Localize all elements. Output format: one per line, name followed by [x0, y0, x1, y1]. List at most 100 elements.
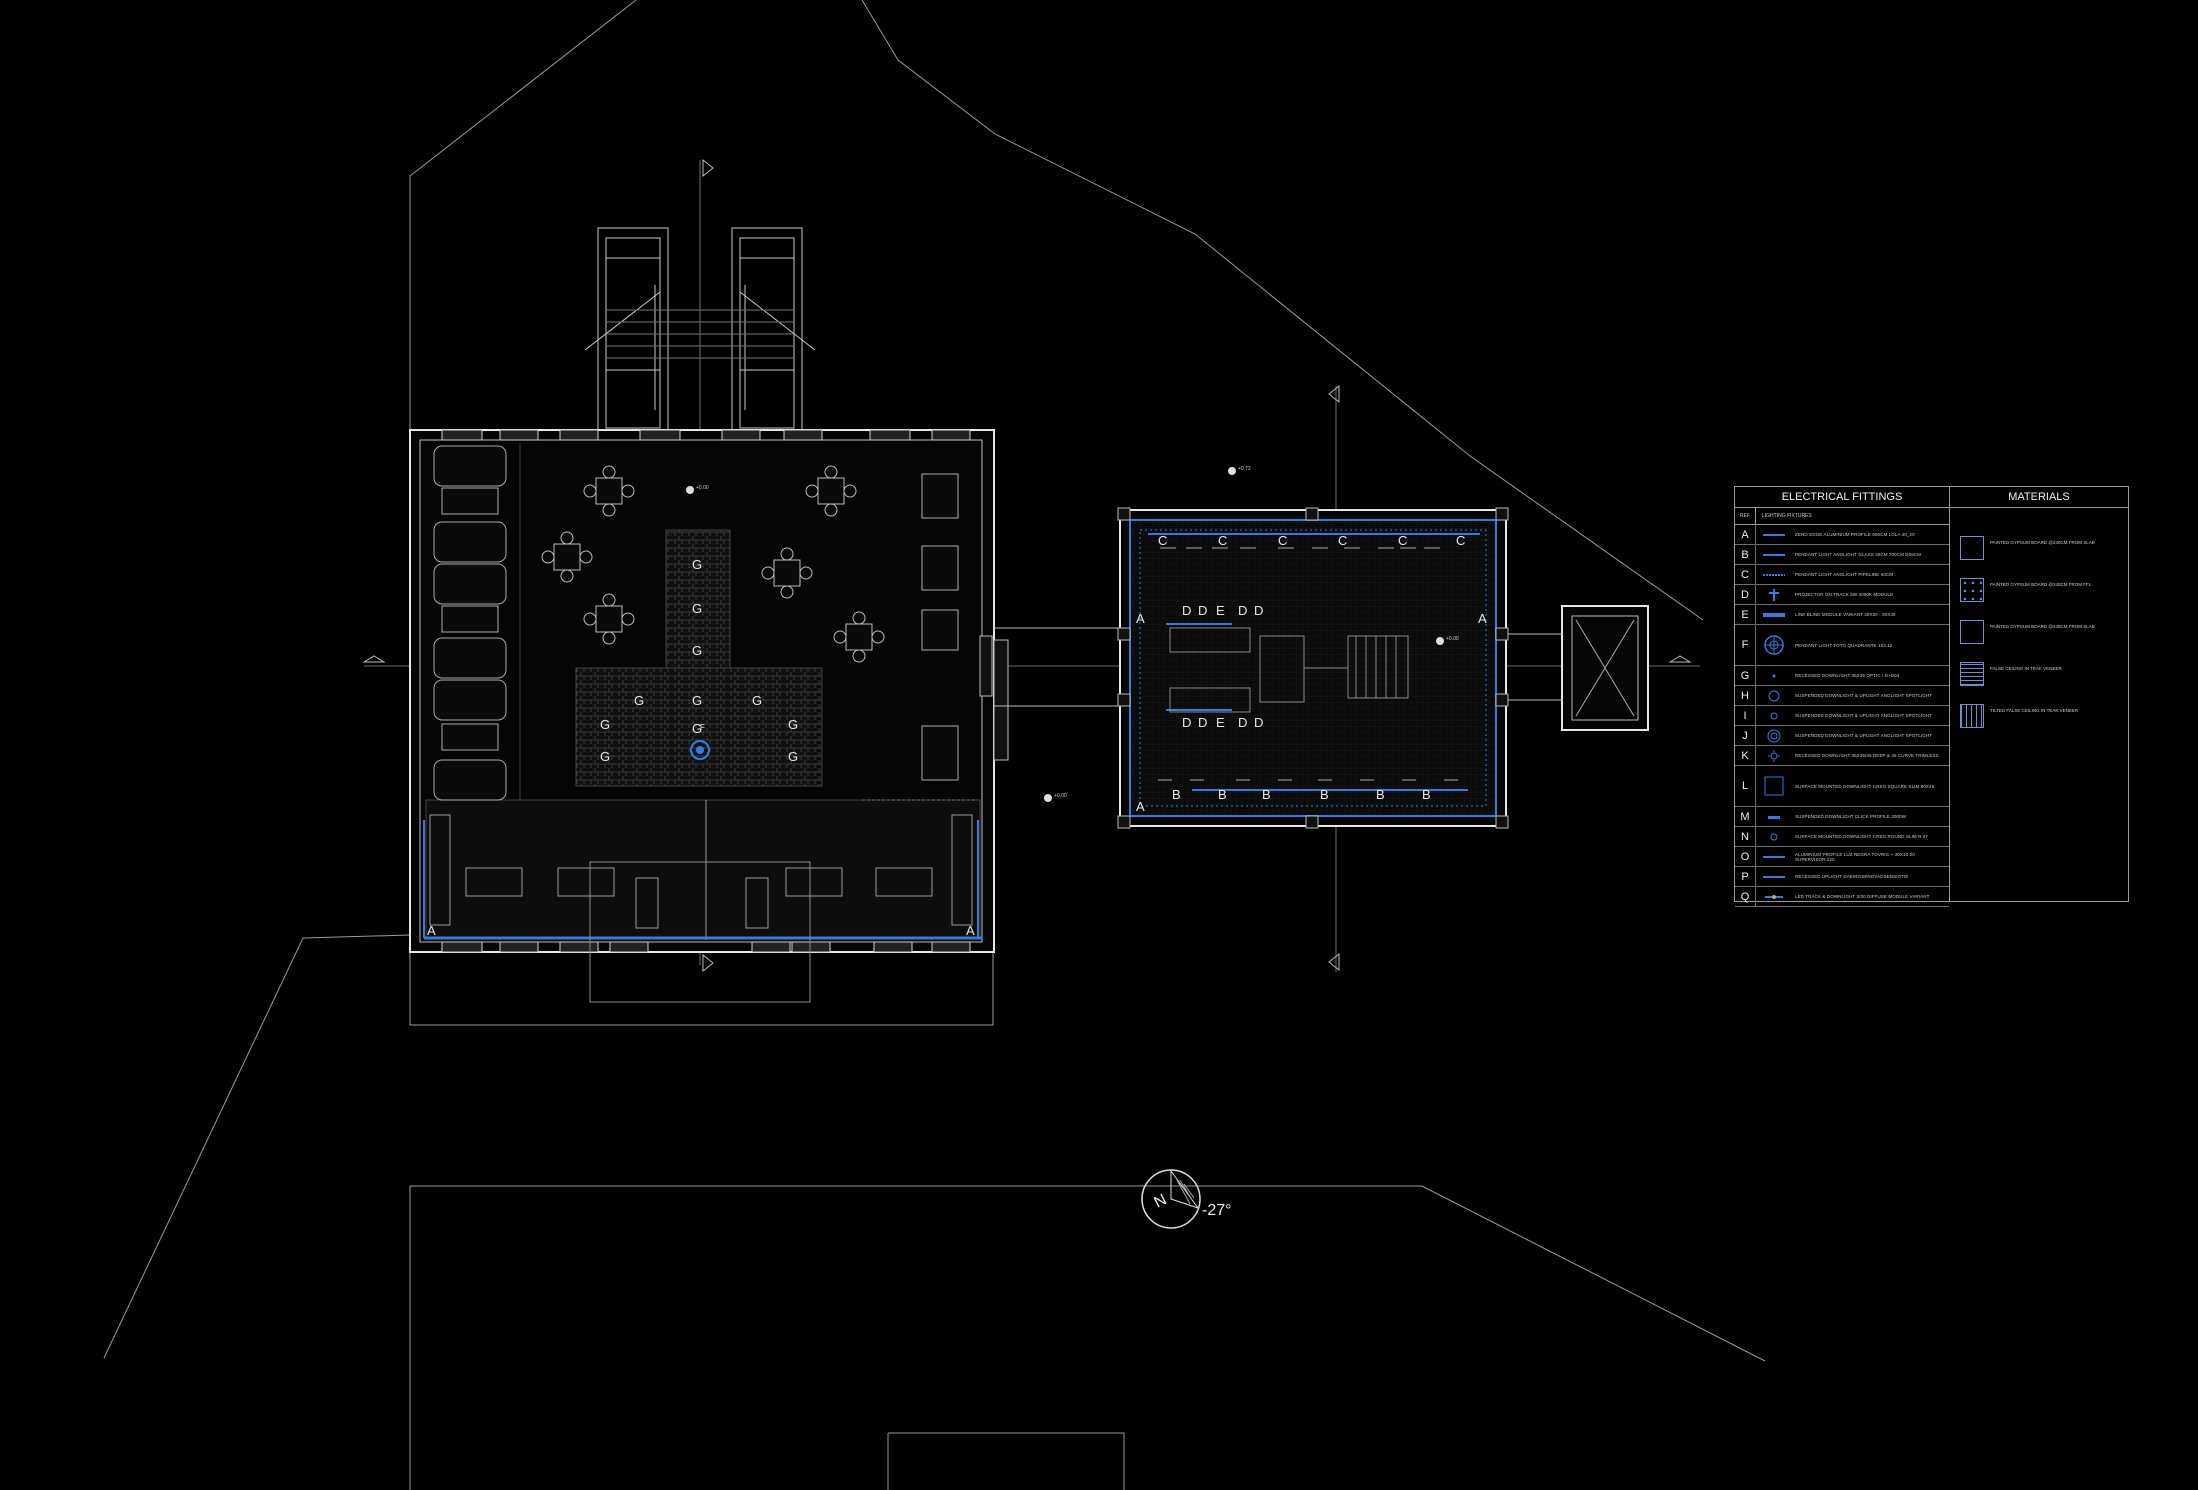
fitting-row: E LINE BLIND MODULE VARIANT 30X30 - 30X30 — [1735, 605, 1949, 625]
fixture-label: G — [752, 693, 763, 708]
fitting-key: L — [1735, 766, 1756, 806]
left-building — [409, 429, 1009, 1003]
fitting-description: LED TRACK & DOWNLIGHT 3/30 DIFFUSE MODUL… — [1795, 894, 1930, 899]
materials-column: MATERIALS PAINTED GYPSUM BOARD @240CM FR… — [1950, 487, 2128, 901]
fixture-label: C — [1338, 533, 1348, 548]
fixture-label: D — [1198, 603, 1208, 618]
right-building — [994, 507, 1649, 829]
material-description: TILTED FALSE CEILING IN TEAK VENEER — [1990, 708, 2079, 713]
level-label: +0.00 — [1446, 636, 1459, 642]
fixture-f-icon — [690, 740, 710, 760]
lighting-header: LIGHTING FIXTURES — [1762, 513, 1812, 519]
fixture-label: A — [966, 923, 975, 938]
fitting-key: E — [1735, 605, 1756, 624]
short-bar-icon — [1759, 807, 1789, 826]
sun-icon — [1759, 746, 1789, 765]
ref-header: REF — [1735, 508, 1756, 524]
fixture-label: F — [700, 723, 705, 732]
electrical-fittings-title: ELECTRICAL FITTINGS — [1735, 487, 1949, 508]
fitting-key: N — [1735, 827, 1756, 846]
material-description: PAINTED GYPSUM BOARD @240CM FROM FFL — [1990, 582, 2092, 587]
fitting-description: PROJECTOR ON TRACK 5W 4000K MODULE — [1795, 592, 1894, 597]
level-label: +0.00 — [1054, 793, 1067, 799]
square-icon — [1759, 766, 1789, 806]
material-row: FALSE CEILING IN TEAK VENEER — [1950, 650, 2128, 692]
fitting-key: I — [1735, 706, 1756, 725]
fixture-label: D — [1254, 603, 1264, 618]
fitting-key: Q — [1735, 887, 1756, 906]
north-arrow-icon: N — [1141, 1169, 1201, 1229]
fixture-label: B — [1218, 787, 1227, 802]
level-markers — [686, 467, 1444, 802]
material-row: PAINTED GYPSUM BOARD @240CM FROM SLAB — [1950, 524, 2128, 566]
fitting-description: SURFACE MOUNTED DOWNLIGHT CREO SQUARE SL… — [1795, 783, 1935, 789]
small-circle-icon — [1759, 827, 1789, 846]
fitting-row: L SURFACE MOUNTED DOWNLIGHT CREO SQUARE S… — [1735, 766, 1949, 807]
fitting-key: J — [1735, 726, 1756, 745]
hatched-swatch-icon — [1960, 662, 1984, 686]
fitting-key: O — [1735, 847, 1756, 866]
dashed-line-icon — [1759, 565, 1789, 584]
fitting-key: K — [1735, 746, 1756, 765]
fixture-label: G — [692, 643, 703, 658]
small-circle-icon — [1759, 706, 1789, 725]
material-description: PAINTED GYPSUM BOARD @245CM FROM SLAB — [1990, 624, 2095, 629]
material-row: PAINTED GYPSUM BOARD @245CM FROM SLAB — [1950, 608, 2128, 650]
fixture-label: A — [427, 923, 436, 938]
quadrant-icon — [1759, 625, 1789, 665]
fixture-label: D — [1198, 715, 1208, 730]
fixture-label: B — [1172, 787, 1181, 802]
fixture-label: G — [600, 749, 611, 764]
fitting-description: PENDANT LIGHT ANGLIGHT GLASS 30CM 700CM … — [1795, 552, 1922, 557]
material-row: PAINTED GYPSUM BOARD @240CM FROM FFL — [1950, 566, 2128, 608]
line-icon — [1759, 525, 1789, 544]
fixture-label: B — [1422, 787, 1431, 802]
materials-list: PAINTED GYPSUM BOARD @240CM FROM SLAB PAI… — [1950, 508, 2128, 734]
dot-icon — [1759, 666, 1789, 685]
dotted-swatch-icon — [1960, 578, 1984, 602]
slat-swatch-icon — [1960, 704, 1984, 728]
projector-icon — [1759, 585, 1789, 604]
fitting-row: Q LED TRACK & DOWNLIGHT 3/30 DIFFUSE MODU… — [1735, 887, 1949, 907]
fitting-key: C — [1735, 565, 1756, 584]
compass-north-label: N — [1151, 1191, 1169, 1211]
fitting-description: LINE BLIND MODULE VARIANT 30X30 - 30X30 — [1795, 612, 1896, 617]
fitting-description: RECESSED DOWNLIGHT 35X35/45 DEEP & 45 CU… — [1795, 753, 1939, 758]
fixture-label: B — [1262, 787, 1271, 802]
fixture-label: G — [692, 721, 703, 736]
fixture-label: G — [788, 749, 799, 764]
fixture-label: D — [1182, 715, 1192, 730]
fitting-description: PENDANT LIGHT TOTO QUADRANTE 103.12 — [1795, 642, 1893, 648]
fixture-label: D — [1238, 603, 1248, 618]
fixture-label: A — [1478, 611, 1487, 626]
fixture-label: C — [1456, 533, 1466, 548]
plain-swatch-icon — [1960, 620, 1984, 644]
bar-icon — [1759, 605, 1789, 624]
fixture-label: G — [600, 717, 611, 732]
electrical-fittings-column: ELECTRICAL FITTINGS REF LIGHTING FIXTURES… — [1735, 487, 1950, 907]
fitting-key: M — [1735, 807, 1756, 826]
fitting-description: SUSPENDED DOWNLIGHT CLICK PROFILE 2000W — [1795, 814, 1907, 819]
fitting-description: PENDANT LIGHT ANGLIGHT PIPELINE 60CM — [1795, 572, 1894, 577]
legend-table: ELECTRICAL FITTINGS REF LIGHTING FIXTURES… — [1734, 486, 2129, 907]
circle-icon — [1759, 686, 1789, 705]
teak-ceiling-strip — [665, 529, 731, 671]
fixture-label: G — [692, 601, 703, 616]
fixture-label: G — [788, 717, 799, 732]
fixture-label: G — [634, 693, 645, 708]
fitting-row: K RECESSED DOWNLIGHT 35X35/45 DEEP & 45 C… — [1735, 746, 1949, 766]
fitting-key: F — [1735, 625, 1756, 665]
fitting-description: RECESSED DOWNLIGHT 35X35 OPTIC / D+D04 — [1795, 673, 1900, 678]
fixture-label: G — [692, 557, 703, 572]
